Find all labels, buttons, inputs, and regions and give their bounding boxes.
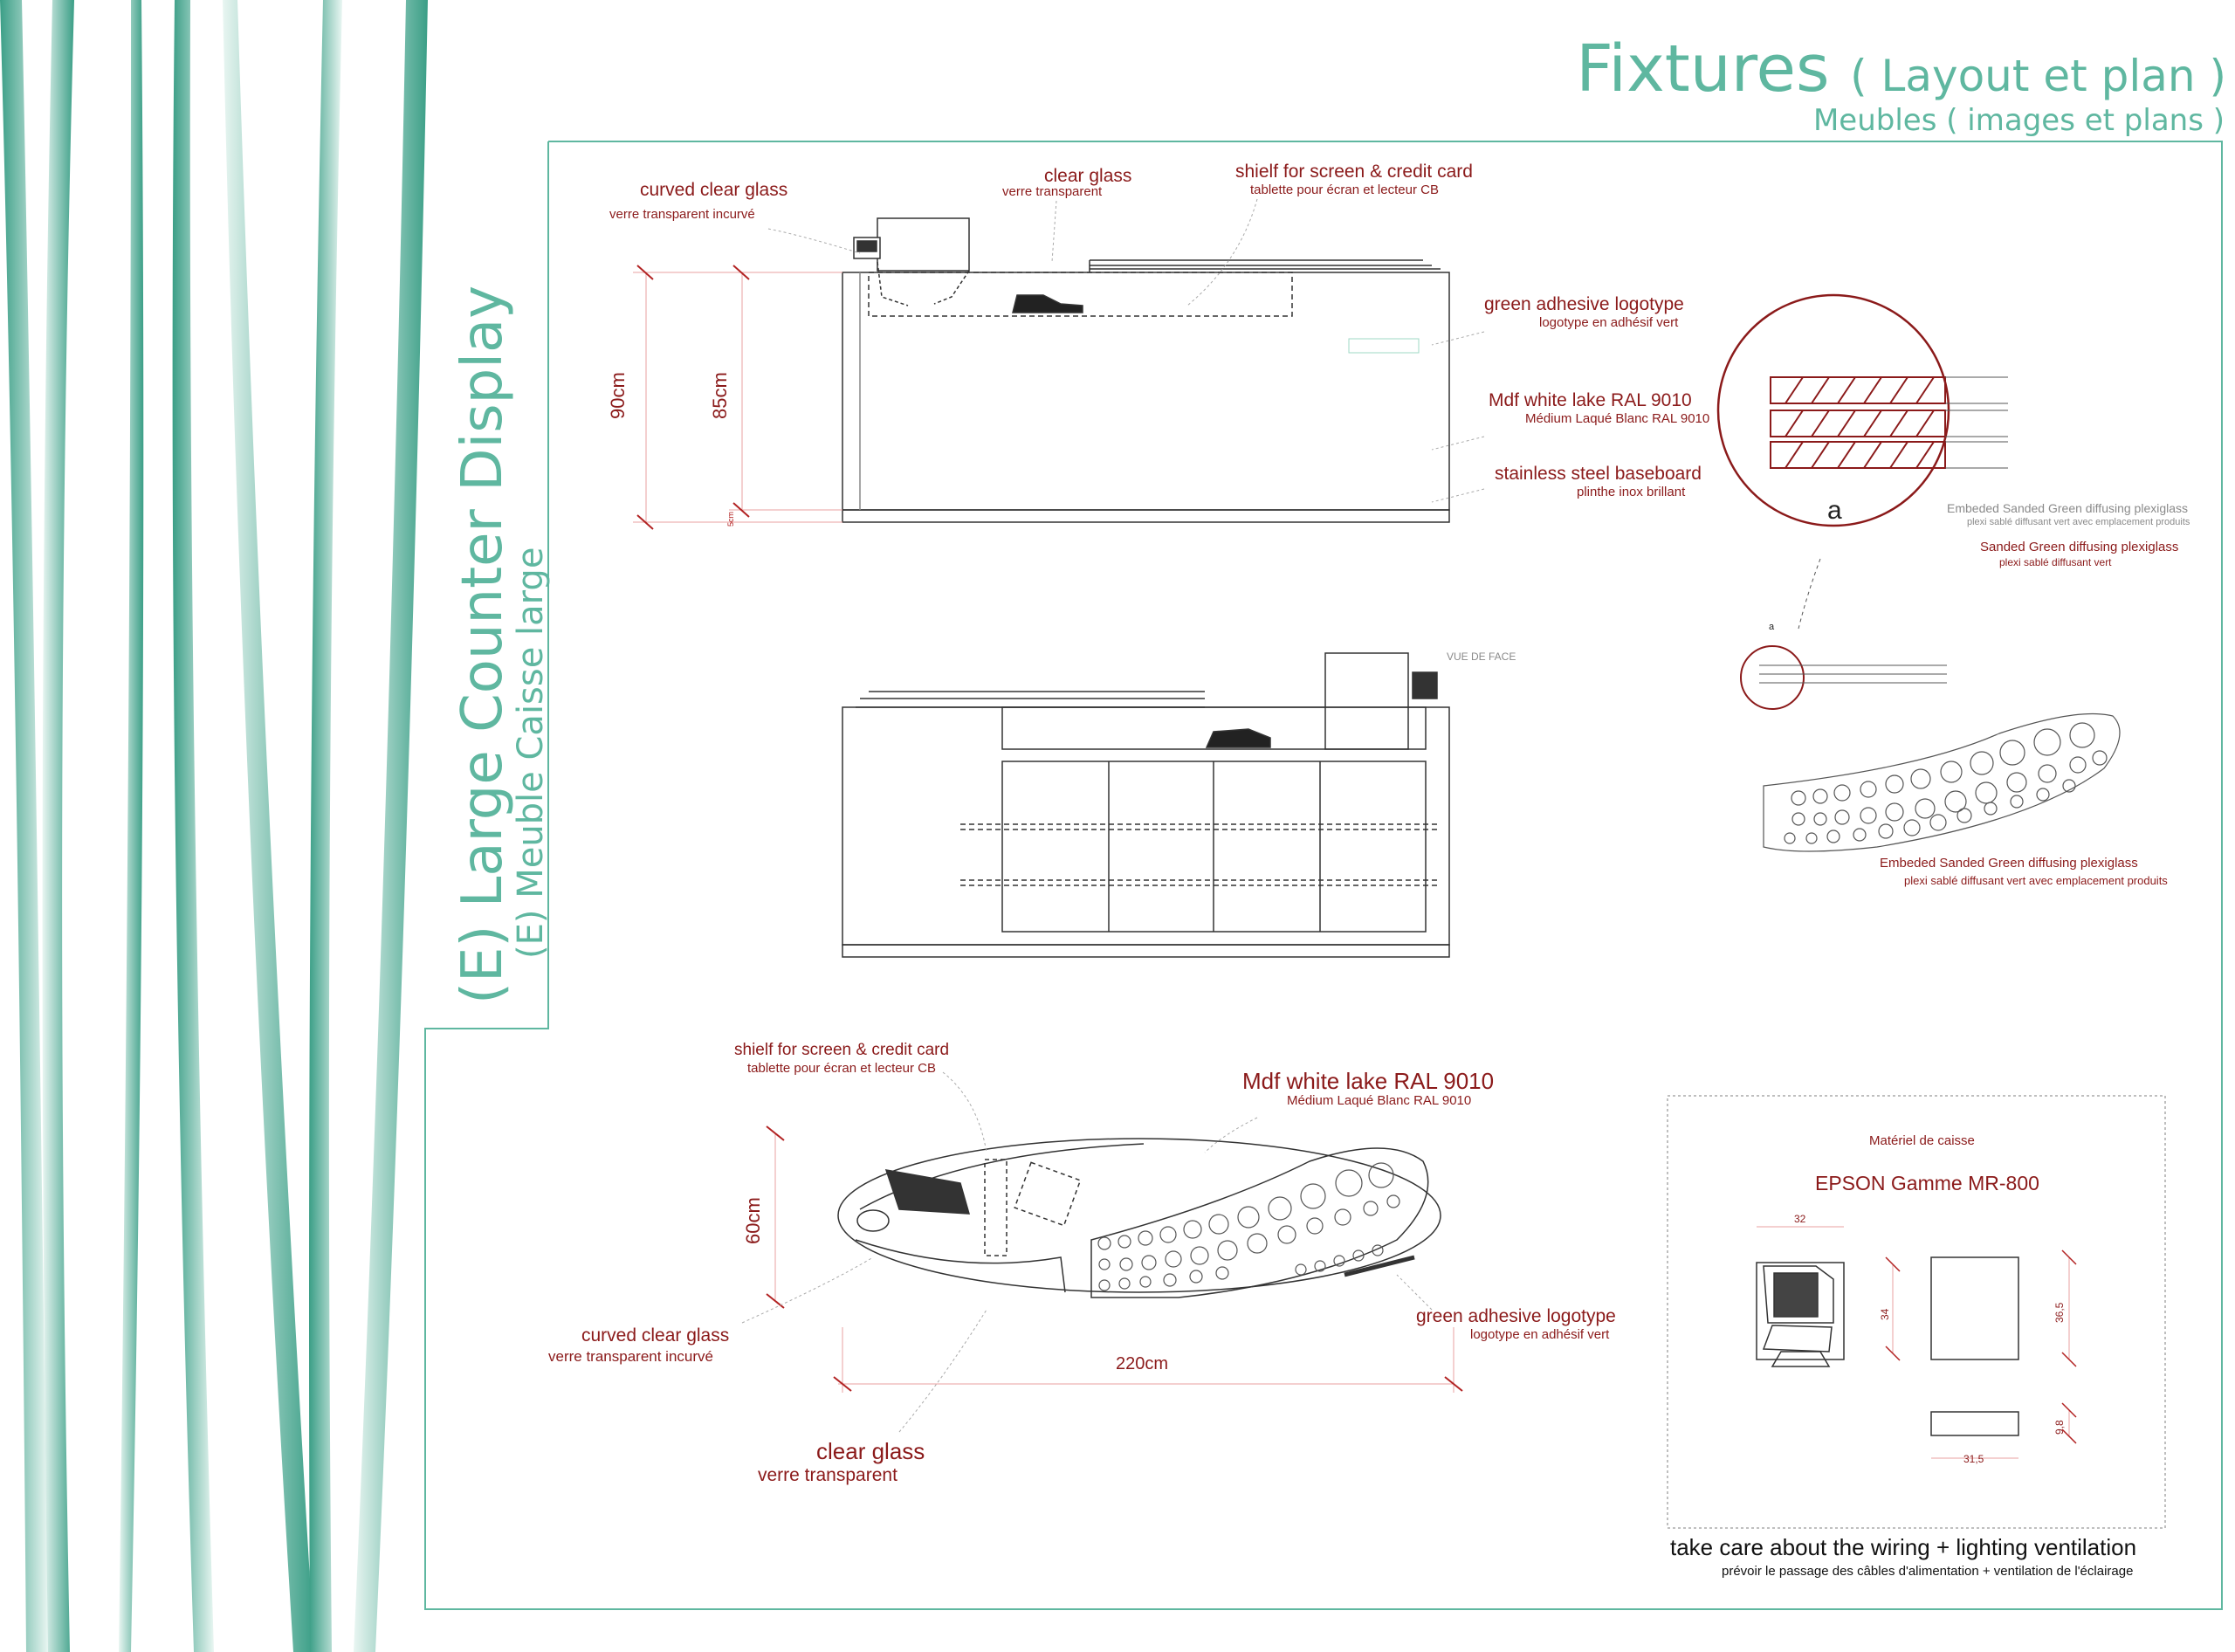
plan-label-shelf-fr: tablette pour écran et lecteur CB [747,1061,936,1076]
equipment-dim-34: 34 [1879,1308,1891,1320]
plan-holes [1097,1162,1400,1291]
label-sanded-fr: plexi sablé diffusant vert [1999,556,2112,568]
dim-90cm: 90cm [607,372,629,419]
label-embedded: Embeded Sanded Green diffusing plexiglas… [1947,501,2189,515]
equipment-dim-36-5: 36,5 [2053,1302,2066,1323]
label-curved-glass: curved clear glass [640,180,788,200]
label-baseboard-fr: plinthe inox brillant [1577,485,1686,499]
label-baseboard: stainless steel baseboard [1495,464,1702,484]
label-logo-fr: logotype en adhésif vert [1539,315,1679,330]
plan-label-mdf-fr: Médium Laqué Blanc RAL 9010 [1287,1093,1472,1108]
front-view [842,652,1450,958]
plexi-panel [1763,712,2121,852]
equipment-dim-32: 32 [1794,1213,1806,1225]
dim-5cm: 5cm [726,511,735,527]
plan-view [837,1138,1441,1298]
plan-label-clear-glass: clear glass [816,1438,925,1464]
side-elevation [842,217,1450,523]
label-mdf-fr: Médium Laqué Blanc RAL 9010 [1525,411,1710,426]
title-main-text: Fixtures [1576,31,1830,107]
label-sanded: Sanded Green diffusing plexiglass [1980,540,2179,554]
label-shelf: shielf for screen & credit card [1235,162,1473,182]
plan-label-mdf: Mdf white lake RAL 9010 [1242,1068,1495,1094]
label-embedded2: Embeded Sanded Green diffusing plexiglas… [1880,856,2138,871]
plan-label-logo: green adhesive logotype [1416,1306,1616,1326]
equipment-model: EPSON Gamme MR-800 [1815,1172,2039,1194]
dim-85cm: 85cm [709,372,731,419]
label-mdf: Mdf white lake RAL 9010 [1489,390,1692,410]
dim-220cm: 220cm [1116,1354,1169,1373]
label-front-view: VUE DE FACE [1447,650,1516,663]
plan-label-curved-glass-fr: verre transparent incurvé [548,1348,713,1365]
logo-mark [1348,338,1420,354]
label-clear-glass: clear glass [1044,166,1132,186]
label-embedded2-fr: plexi sablé diffusant vert avec emplacem… [1904,874,2168,887]
label-logo: green adhesive logotype [1484,294,1684,314]
detail-letter: a [1827,496,1842,525]
label-embedded-fr: plexi sablé diffusant vert avec emplacem… [1967,517,2190,527]
label-shelf-fr: tablette pour écran et lecteur CB [1250,182,1439,197]
detail-small-letter: a [1769,622,1775,632]
detail-layers [1770,376,1946,469]
label-curved-glass-fr: verre transparent incurvé [609,207,755,222]
grass-decoration [0,0,428,1652]
dim-60cm: 60cm [742,1197,764,1244]
plan-label-logo-fr: logotype en adhésif vert [1470,1327,1610,1342]
page-subtitle: Meubles ( images et plans ) [1812,103,2225,138]
plan-label-curved-glass: curved clear glass [581,1325,730,1346]
equipment-dim-9-8: 9,8 [2053,1420,2066,1435]
plan-label-clear-glass-fr: verre transparent [758,1465,897,1485]
plan-label-shelf: shielf for screen & credit card [734,1041,950,1059]
equipment-dim-31-5: 31,5 [1963,1453,1984,1465]
equipment-box [1667,1095,2166,1529]
label-clear-glass-fr: verre transparent [1002,184,1103,199]
footer-note-fr: prévoir le passage des câbles d'alimenta… [1722,1564,2134,1579]
page-title: Fixtures ( Layout et plan ) [1576,31,2226,107]
equipment-heading: Matériel de caisse [1869,1133,1975,1148]
title-paren-text: ( Layout et plan ) [1850,51,2226,101]
footer-note: take care about the wiring + lighting ve… [1670,1534,2137,1560]
